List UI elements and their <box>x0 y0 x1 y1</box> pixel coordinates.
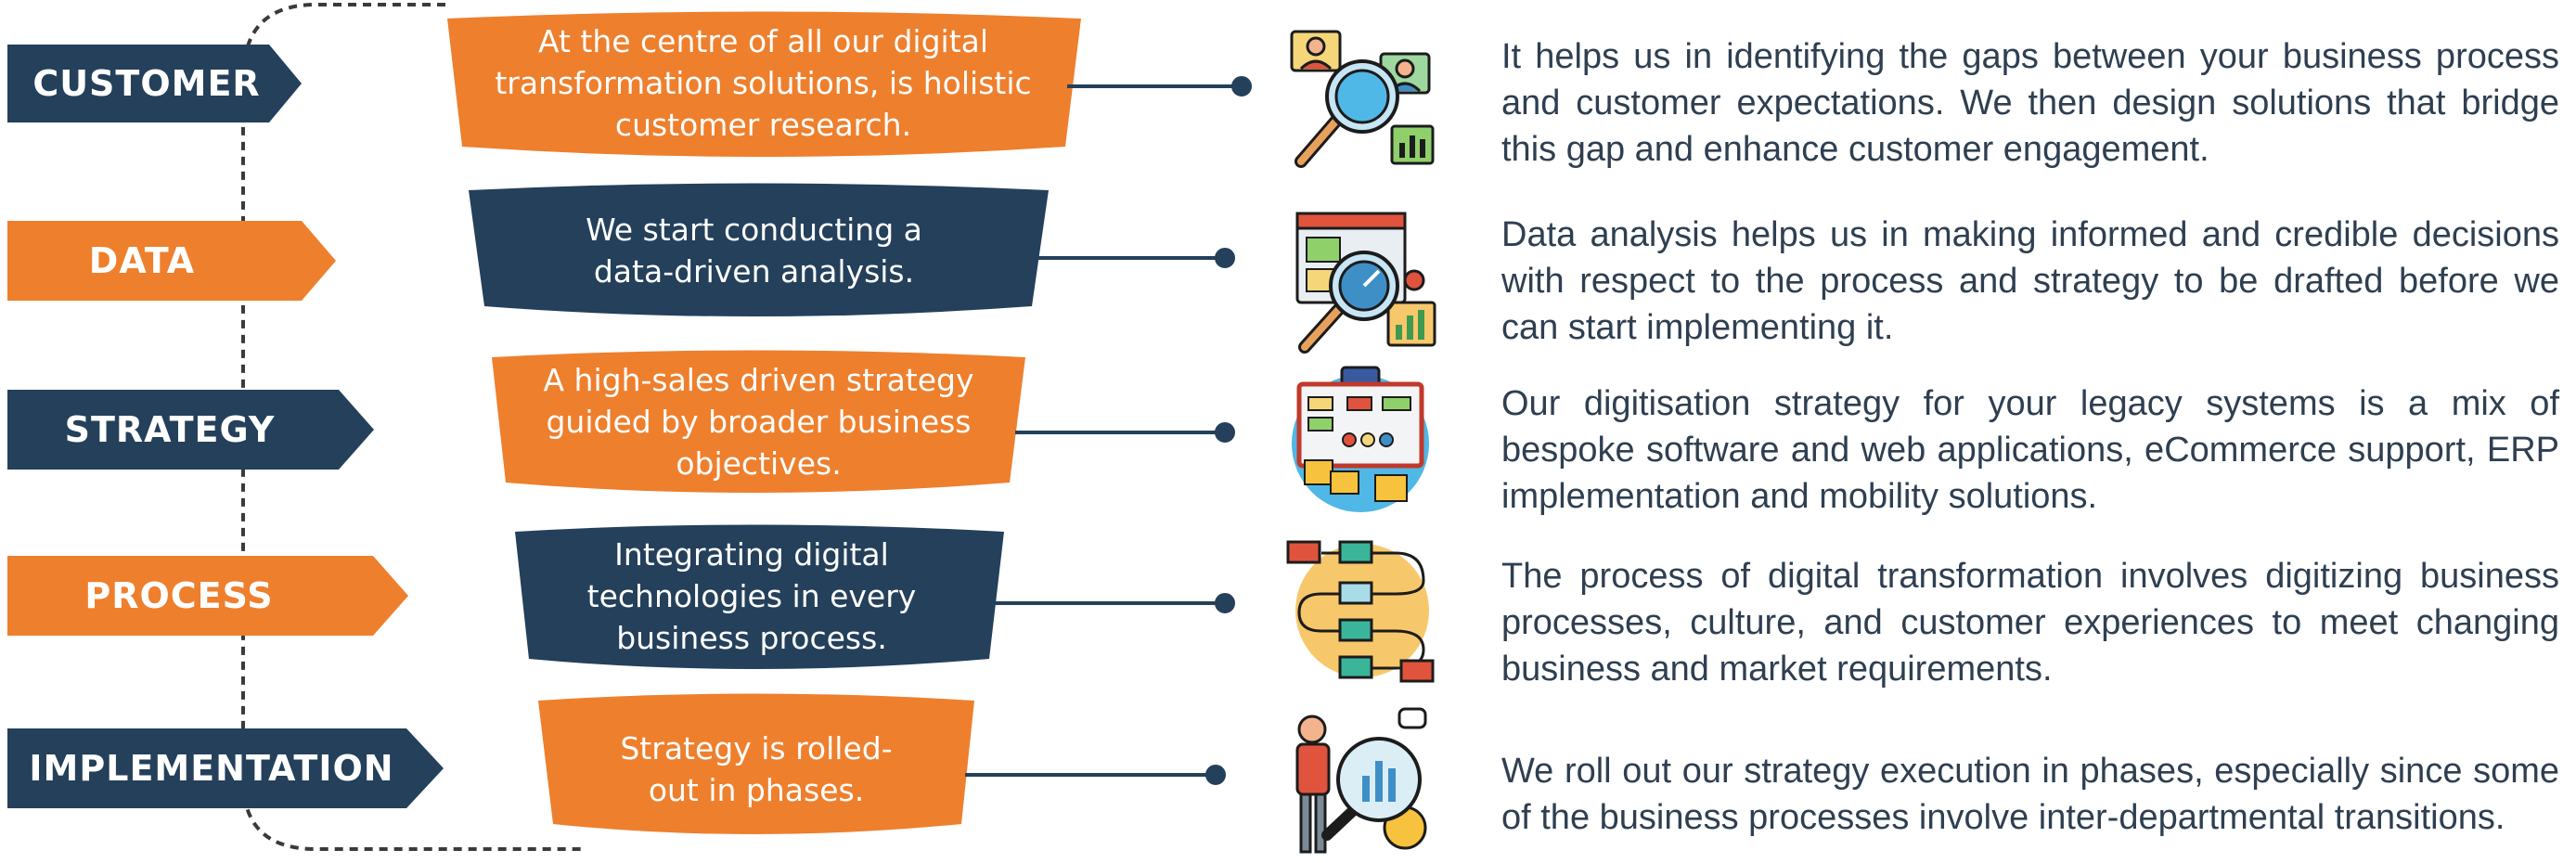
description-data: Data analysis helps us in making informe… <box>1501 215 2559 347</box>
description-process: The process of digital transformation in… <box>1501 557 2559 689</box>
label-arrow-strategy <box>7 390 374 470</box>
description-implementation: We roll out our strategy execution in ph… <box>1501 752 2559 837</box>
panel-text-customer: At the centre of all our digital transfo… <box>495 22 1032 143</box>
data-analysis-icon <box>1295 212 1436 354</box>
connector-dot-process <box>1215 593 1235 613</box>
panel-text-implementation: Strategy is rolled-out in phases. <box>620 730 893 808</box>
label-arrow-data <box>7 221 336 301</box>
panel-text-strategy: A high-sales driven strategy guided by b… <box>543 361 974 482</box>
panel-shape-data <box>469 183 1049 316</box>
label-customer: CUSTOMER <box>32 63 261 104</box>
panel-text-process: Integrating digital technologies in ever… <box>586 536 917 656</box>
description-strategy: Our digitisation strategy for your legac… <box>1501 384 2559 516</box>
label-arrow-customer <box>7 45 302 122</box>
label-arrow-implementation <box>7 728 444 808</box>
strategy-board-icon <box>1292 366 1429 512</box>
label-implementation: IMPLEMENTATION <box>29 748 394 789</box>
implementation-presenter-icon <box>1295 707 1427 854</box>
process-flow-icon <box>1286 540 1435 683</box>
customer-research-icon <box>1290 30 1435 168</box>
panel-shape-strategy <box>492 350 1025 493</box>
description-customer: It helps us in identifying the gaps betw… <box>1501 37 2559 169</box>
label-data: DATA <box>88 240 196 281</box>
label-arrow-process <box>7 556 408 636</box>
connector-dot-customer <box>1231 76 1252 97</box>
connector-dot-data <box>1215 248 1235 268</box>
connector-dot-strategy <box>1215 422 1235 443</box>
panel-shape-customer <box>447 11 1081 157</box>
panel-shape-process <box>515 524 1004 669</box>
connector-dot-implementation <box>1205 765 1226 785</box>
label-process: PROCESS <box>84 575 274 616</box>
panel-shape-implementation <box>538 693 974 834</box>
panel-text-data: We start conducting a data-driven analys… <box>586 212 922 290</box>
label-strategy: STRATEGY <box>64 409 276 450</box>
